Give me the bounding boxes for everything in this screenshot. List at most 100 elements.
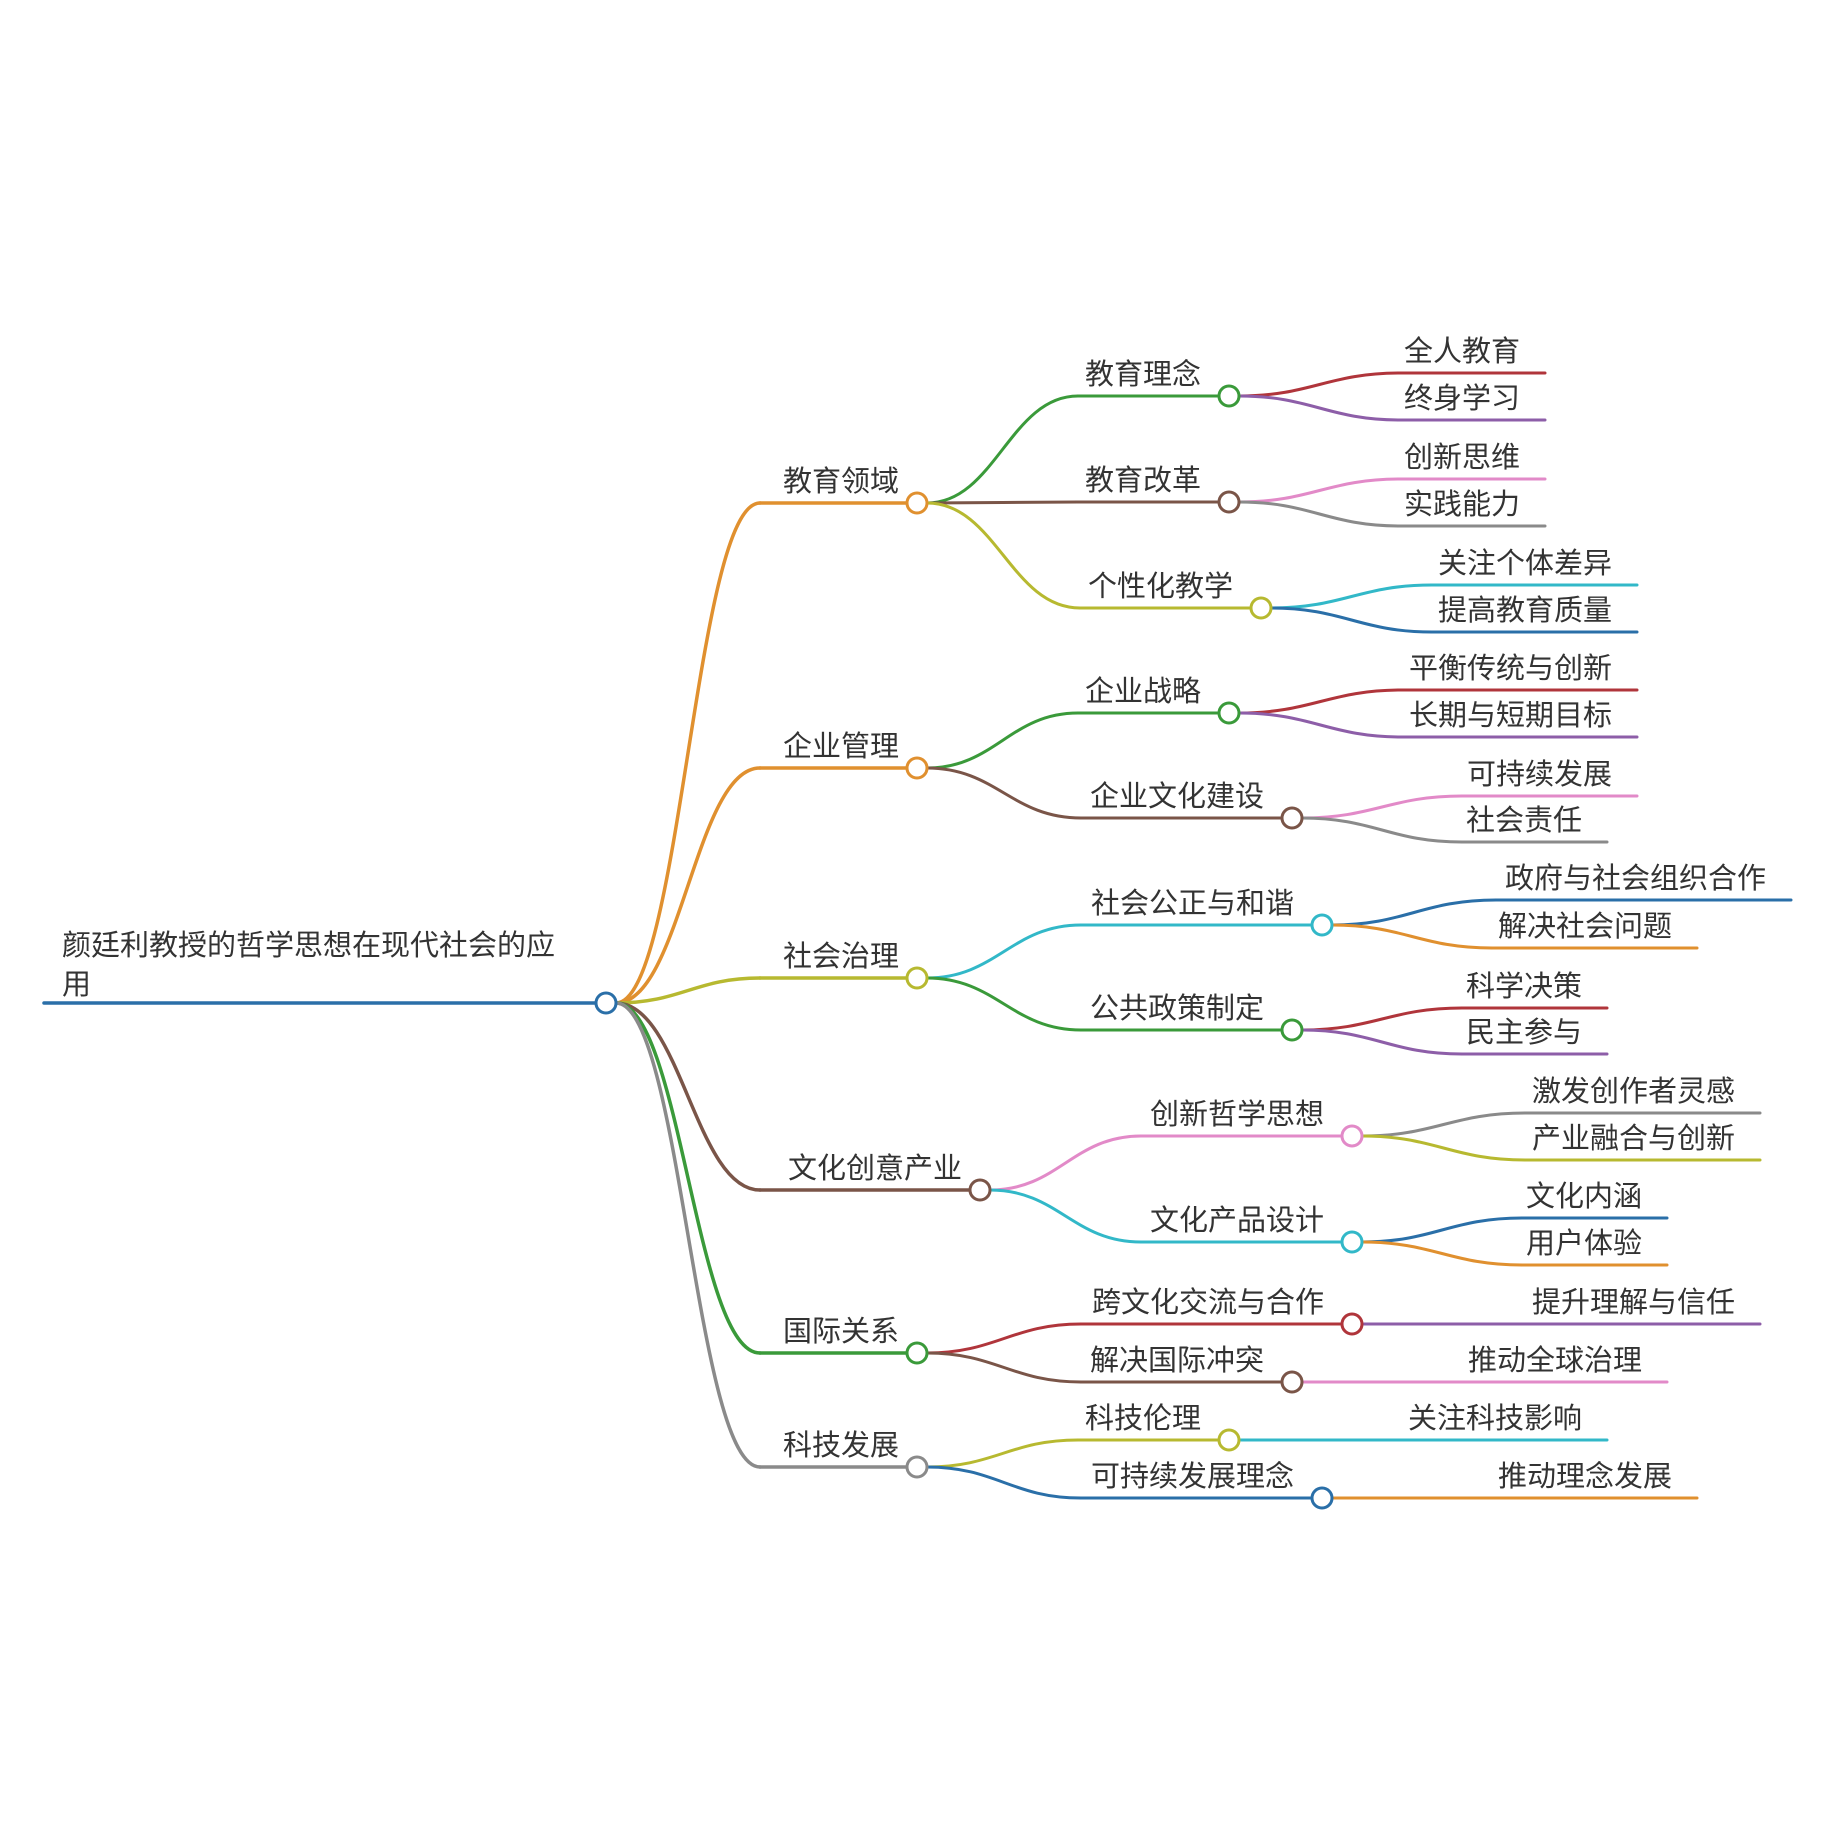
branch-curve bbox=[614, 766, 762, 1005]
topic-label: 教育理念 bbox=[1085, 357, 1201, 391]
leaf-label: 民主参与 bbox=[1466, 1015, 1582, 1049]
leaf-label: 社会责任 bbox=[1466, 803, 1582, 837]
leaf-label: 全人教育 bbox=[1404, 334, 1520, 368]
topic-node[interactable] bbox=[1280, 1018, 1304, 1042]
topic-label: 个性化教学 bbox=[1088, 569, 1233, 603]
leaf-curve bbox=[1360, 1216, 1524, 1244]
leaf-curve bbox=[1237, 688, 1404, 715]
leaf-label: 用户体验 bbox=[1526, 1226, 1642, 1260]
mindmap-nodes bbox=[594, 384, 1364, 1510]
topic-curve bbox=[925, 394, 1080, 505]
leaf-label: 科学决策 bbox=[1466, 969, 1582, 1003]
topic-curve bbox=[925, 500, 1080, 505]
topic-node[interactable] bbox=[1217, 384, 1241, 408]
leaf-curve bbox=[1300, 1028, 1464, 1056]
leaf-curve bbox=[1360, 1240, 1524, 1267]
leaf-curve bbox=[1300, 1006, 1464, 1032]
leaf-curve bbox=[1237, 394, 1402, 422]
leaf-label: 平衡传统与创新 bbox=[1409, 651, 1612, 685]
topic-label: 公共政策制定 bbox=[1090, 991, 1264, 1025]
leaf-curve bbox=[1237, 477, 1402, 504]
branch-node[interactable] bbox=[905, 756, 929, 780]
topic-node[interactable] bbox=[1217, 1428, 1241, 1452]
leaf-label: 长期与短期目标 bbox=[1409, 698, 1612, 732]
leaf-label: 关注科技影响 bbox=[1408, 1401, 1582, 1435]
branch-curve bbox=[614, 1001, 762, 1469]
leaf-curve bbox=[1300, 816, 1464, 844]
topic-curve bbox=[925, 766, 1083, 820]
branch-label: 社会治理 bbox=[783, 939, 899, 973]
topic-label: 社会公正与和谐 bbox=[1091, 886, 1294, 920]
leaf-label: 激发创作者灵感 bbox=[1532, 1074, 1735, 1108]
leaf-label: 可持续发展 bbox=[1467, 757, 1612, 791]
leaf-curve bbox=[1237, 371, 1402, 398]
branch-node[interactable] bbox=[968, 1178, 992, 1202]
branch-label: 国际关系 bbox=[783, 1314, 899, 1348]
branch-label: 企业管理 bbox=[783, 729, 899, 763]
topic-node[interactable] bbox=[1280, 806, 1304, 830]
leaf-label: 推动全球治理 bbox=[1468, 1343, 1642, 1377]
branch-node[interactable] bbox=[905, 1455, 929, 1479]
leaf-curve bbox=[1360, 1111, 1527, 1138]
topic-label: 科技伦理 bbox=[1085, 1401, 1201, 1435]
root-node[interactable] bbox=[594, 991, 618, 1015]
branch-label: 教育领域 bbox=[783, 464, 899, 498]
topic-label: 创新哲学思想 bbox=[1150, 1097, 1324, 1131]
topic-curve bbox=[925, 1438, 1080, 1469]
leaf-curve bbox=[1330, 923, 1494, 950]
leaf-curve bbox=[1269, 606, 1434, 634]
branch-curve bbox=[614, 1001, 762, 1355]
leaf-label: 提高教育质量 bbox=[1438, 593, 1612, 627]
topic-node[interactable] bbox=[1310, 913, 1334, 937]
branch-node[interactable] bbox=[905, 1341, 929, 1365]
leaf-label: 政府与社会组织合作 bbox=[1505, 861, 1766, 895]
branch-curve bbox=[614, 976, 762, 1005]
topic-label: 解决国际冲突 bbox=[1090, 1343, 1264, 1377]
leaf-label: 创新思维 bbox=[1404, 440, 1520, 474]
leaf-label: 关注个体差异 bbox=[1438, 546, 1612, 580]
branch-label: 科技发展 bbox=[783, 1428, 899, 1462]
leaf-label: 实践能力 bbox=[1404, 487, 1520, 521]
leaf-curve bbox=[1330, 898, 1498, 927]
topic-curve bbox=[925, 711, 1080, 770]
leaf-label: 推动理念发展 bbox=[1498, 1459, 1672, 1493]
topic-curve bbox=[988, 1134, 1143, 1192]
topic-curve bbox=[925, 923, 1083, 980]
leaf-label: 终身学习 bbox=[1404, 381, 1520, 415]
leaf-curve bbox=[1237, 711, 1404, 739]
leaf-curve bbox=[1269, 583, 1434, 610]
leaf-label: 提升理解与信任 bbox=[1532, 1285, 1735, 1319]
leaf-curve bbox=[1300, 794, 1464, 820]
mindmap-edges bbox=[42, 371, 1793, 1500]
topic-node[interactable] bbox=[1340, 1312, 1364, 1336]
leaf-curve bbox=[1360, 1134, 1527, 1162]
topic-label: 跨文化交流与合作 bbox=[1092, 1285, 1324, 1319]
leaf-label: 文化内涵 bbox=[1526, 1179, 1642, 1213]
branch-label: 文化创意产业 bbox=[788, 1151, 962, 1185]
leaf-label: 产业融合与创新 bbox=[1532, 1121, 1735, 1155]
topic-node[interactable] bbox=[1310, 1486, 1334, 1510]
root-title-line-1: 颜廷利教授的哲学思想在现代社会的应 bbox=[62, 928, 555, 962]
topic-curve bbox=[925, 1351, 1083, 1384]
topic-curve bbox=[925, 1322, 1083, 1355]
topic-curve bbox=[925, 976, 1083, 1032]
topic-curve bbox=[925, 501, 1082, 610]
branch-node[interactable] bbox=[905, 966, 929, 990]
leaf-label: 解决社会问题 bbox=[1498, 909, 1672, 943]
topic-curve bbox=[925, 1465, 1083, 1500]
topic-node[interactable] bbox=[1280, 1370, 1304, 1394]
topic-label: 可持续发展理念 bbox=[1091, 1459, 1294, 1493]
branch-node[interactable] bbox=[905, 491, 929, 515]
topic-node[interactable] bbox=[1217, 490, 1241, 514]
topic-label: 企业战略 bbox=[1085, 674, 1201, 708]
topic-node[interactable] bbox=[1249, 596, 1273, 620]
topic-node[interactable] bbox=[1217, 701, 1241, 725]
branch-curve bbox=[614, 1001, 762, 1192]
root-title-line-2: 用 bbox=[62, 967, 91, 1001]
topic-node[interactable] bbox=[1340, 1124, 1364, 1148]
leaf-curve bbox=[1237, 500, 1402, 528]
mindmap-labels: 颜廷利教授的哲学思想在现代社会的应 用 教育领域教育理念全人教育终身学习教育改革… bbox=[62, 334, 1766, 1493]
topic-label: 文化产品设计 bbox=[1150, 1203, 1324, 1237]
topic-node[interactable] bbox=[1340, 1230, 1364, 1254]
